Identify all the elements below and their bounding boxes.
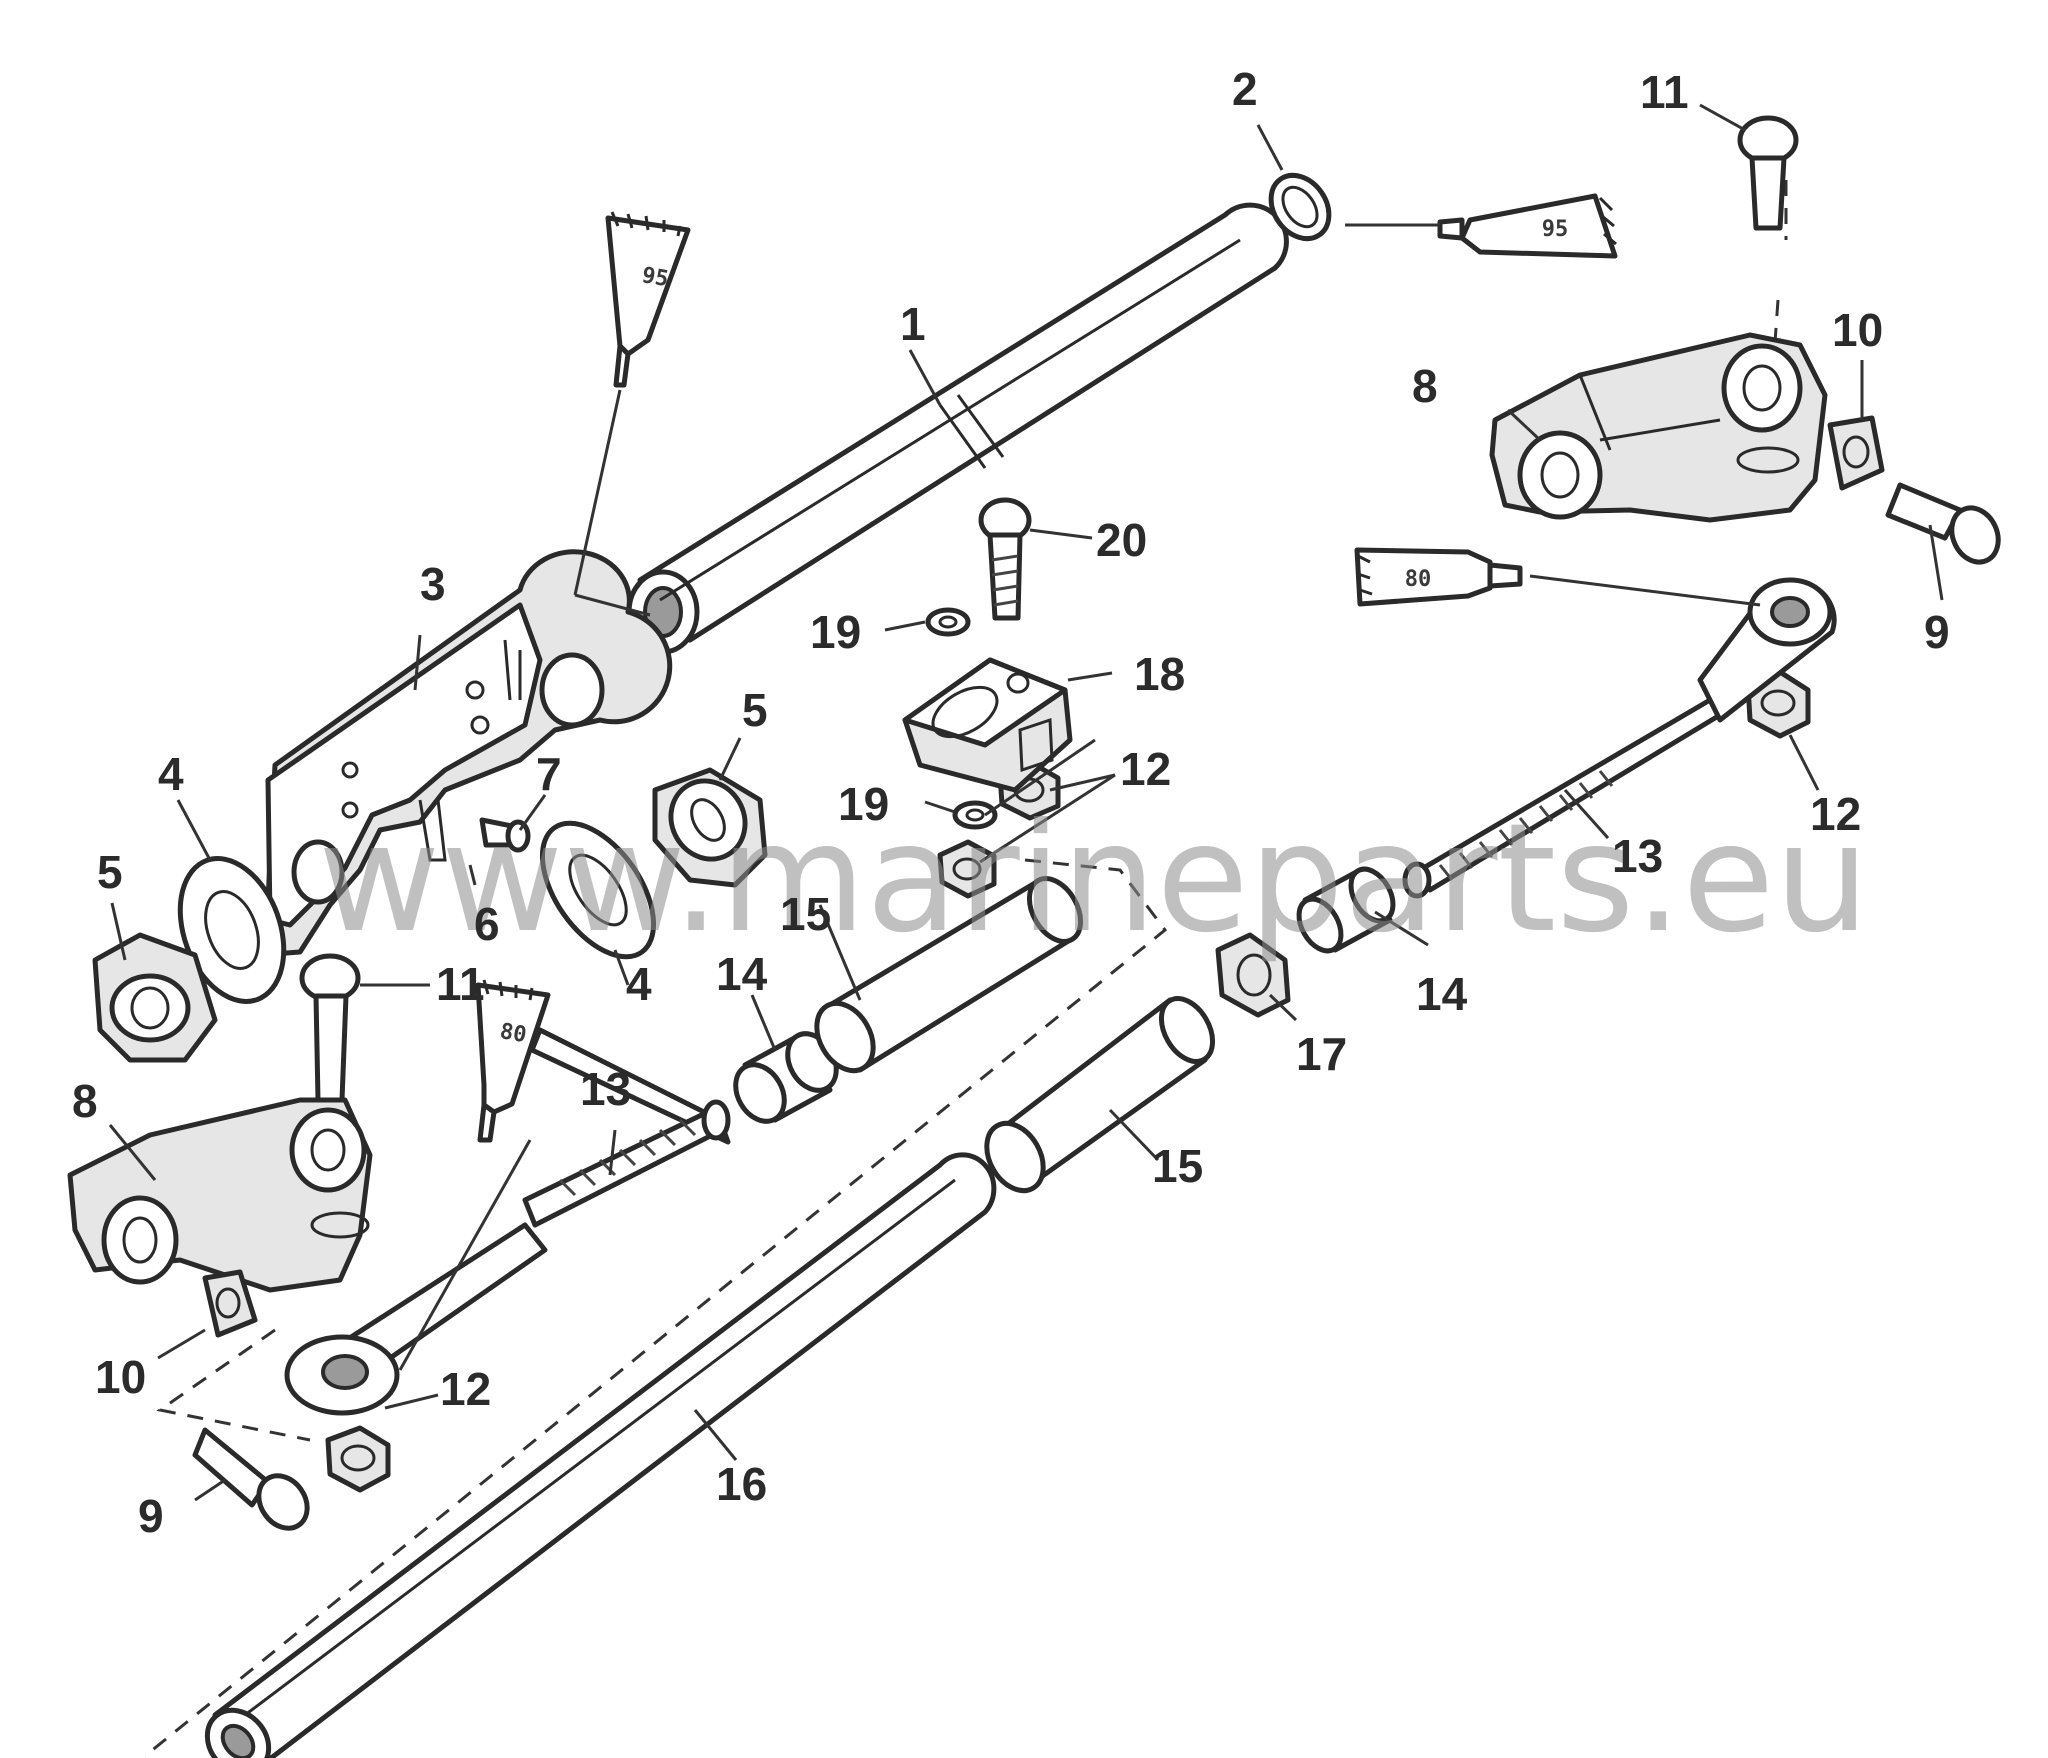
- tube-label-80-left: 80: [498, 1019, 528, 1048]
- tube-label-95-right: 95: [1542, 217, 1569, 242]
- callout-10-right: 10: [1832, 304, 1883, 356]
- tube-label-95-top: 95: [640, 263, 670, 292]
- part-8-clevis-left: [67, 1097, 373, 1293]
- callout-7: 7: [536, 748, 562, 800]
- part-12-nut-center-bottom: [937, 839, 997, 899]
- callout-5-right: 5: [742, 684, 768, 736]
- callout-2: 2: [1232, 63, 1258, 115]
- part-12-nut-left: [325, 1425, 391, 1493]
- callout-17: 17: [1296, 1028, 1347, 1080]
- callouts: 1 2 3 4 4 5 5 6 7 8 8 9 9 10 10 11 11 12…: [72, 63, 1950, 1542]
- tube-label-80-right: 80: [1405, 567, 1432, 592]
- callout-13-left: 13: [580, 1063, 631, 1115]
- part-4-washer-right: [539, 820, 657, 960]
- sealant-tube-95-right: [1437, 193, 1618, 259]
- callout-8-right: 8: [1412, 360, 1438, 412]
- part-15-spacer-top: [814, 876, 1084, 1074]
- part-2-ring: [1268, 172, 1332, 242]
- callout-15-top: 15: [780, 888, 831, 940]
- callout-6: 6: [474, 898, 500, 950]
- callout-4-left: 4: [158, 748, 184, 800]
- callout-14-center: 14: [716, 948, 768, 1000]
- callout-11-left: 11: [436, 958, 485, 1010]
- callout-14-right: 14: [1416, 968, 1468, 1020]
- part-20-bolt: [978, 497, 1032, 621]
- part-16-rod: [204, 1152, 997, 1758]
- callout-11-top: 11: [1640, 66, 1689, 118]
- callout-12-left: 12: [440, 1363, 491, 1415]
- part-8-clevis-right: [1489, 332, 1828, 523]
- sealant-tube-80-right: [1354, 547, 1523, 607]
- part-19-washer-top: [925, 607, 971, 637]
- callout-12-right: 12: [1810, 788, 1861, 840]
- callout-4-right: 4: [626, 958, 652, 1010]
- part-7-pin: [479, 817, 531, 853]
- callout-1: 1: [900, 298, 926, 350]
- callout-19-bottom: 19: [838, 778, 889, 830]
- part-11-bolt-top: [1737, 115, 1799, 231]
- part-5-nut-right: [652, 767, 768, 888]
- sealant-tube-95-top: [605, 211, 691, 388]
- callout-20: 20: [1096, 514, 1147, 566]
- part-18-block: [902, 657, 1073, 793]
- callout-10-left: 10: [95, 1351, 146, 1403]
- watermark: www.marineparts.eu: [318, 792, 1870, 966]
- part-10-clip-left: [202, 1269, 258, 1338]
- sealant-tube-80-left: [475, 979, 551, 1143]
- part-15-spacer-bottom: [984, 996, 1216, 1194]
- callout-8-left: 8: [72, 1075, 98, 1127]
- callout-16: 16: [716, 1458, 767, 1510]
- callout-13-right: 13: [1612, 830, 1663, 882]
- part-4-washer-left: [177, 856, 287, 1004]
- part-10-clip-right: [1827, 415, 1885, 491]
- callout-3: 3: [420, 558, 446, 610]
- part-1-tube: [626, 202, 1289, 655]
- part-9-bolt-right: [1885, 482, 2001, 565]
- callout-9-left: 9: [138, 1490, 164, 1542]
- callout-9-right: 9: [1924, 606, 1950, 658]
- part-3-bracket: [257, 549, 673, 958]
- callout-18: 18: [1134, 648, 1185, 700]
- callout-5-left: 5: [97, 846, 123, 898]
- callout-19-top: 19: [810, 606, 861, 658]
- part-13-rod-end-left: [284, 1027, 731, 1416]
- part-9-bolt-left: [192, 1427, 310, 1531]
- leader-lines: [108, 103, 1944, 1502]
- callout-12-center: 12: [1120, 743, 1171, 795]
- callout-15-bottom: 15: [1152, 1140, 1203, 1192]
- part-19-washer-bottom: [952, 800, 998, 830]
- part-5-nut-left: [92, 932, 218, 1063]
- part-11-bolt-left: [299, 953, 361, 1103]
